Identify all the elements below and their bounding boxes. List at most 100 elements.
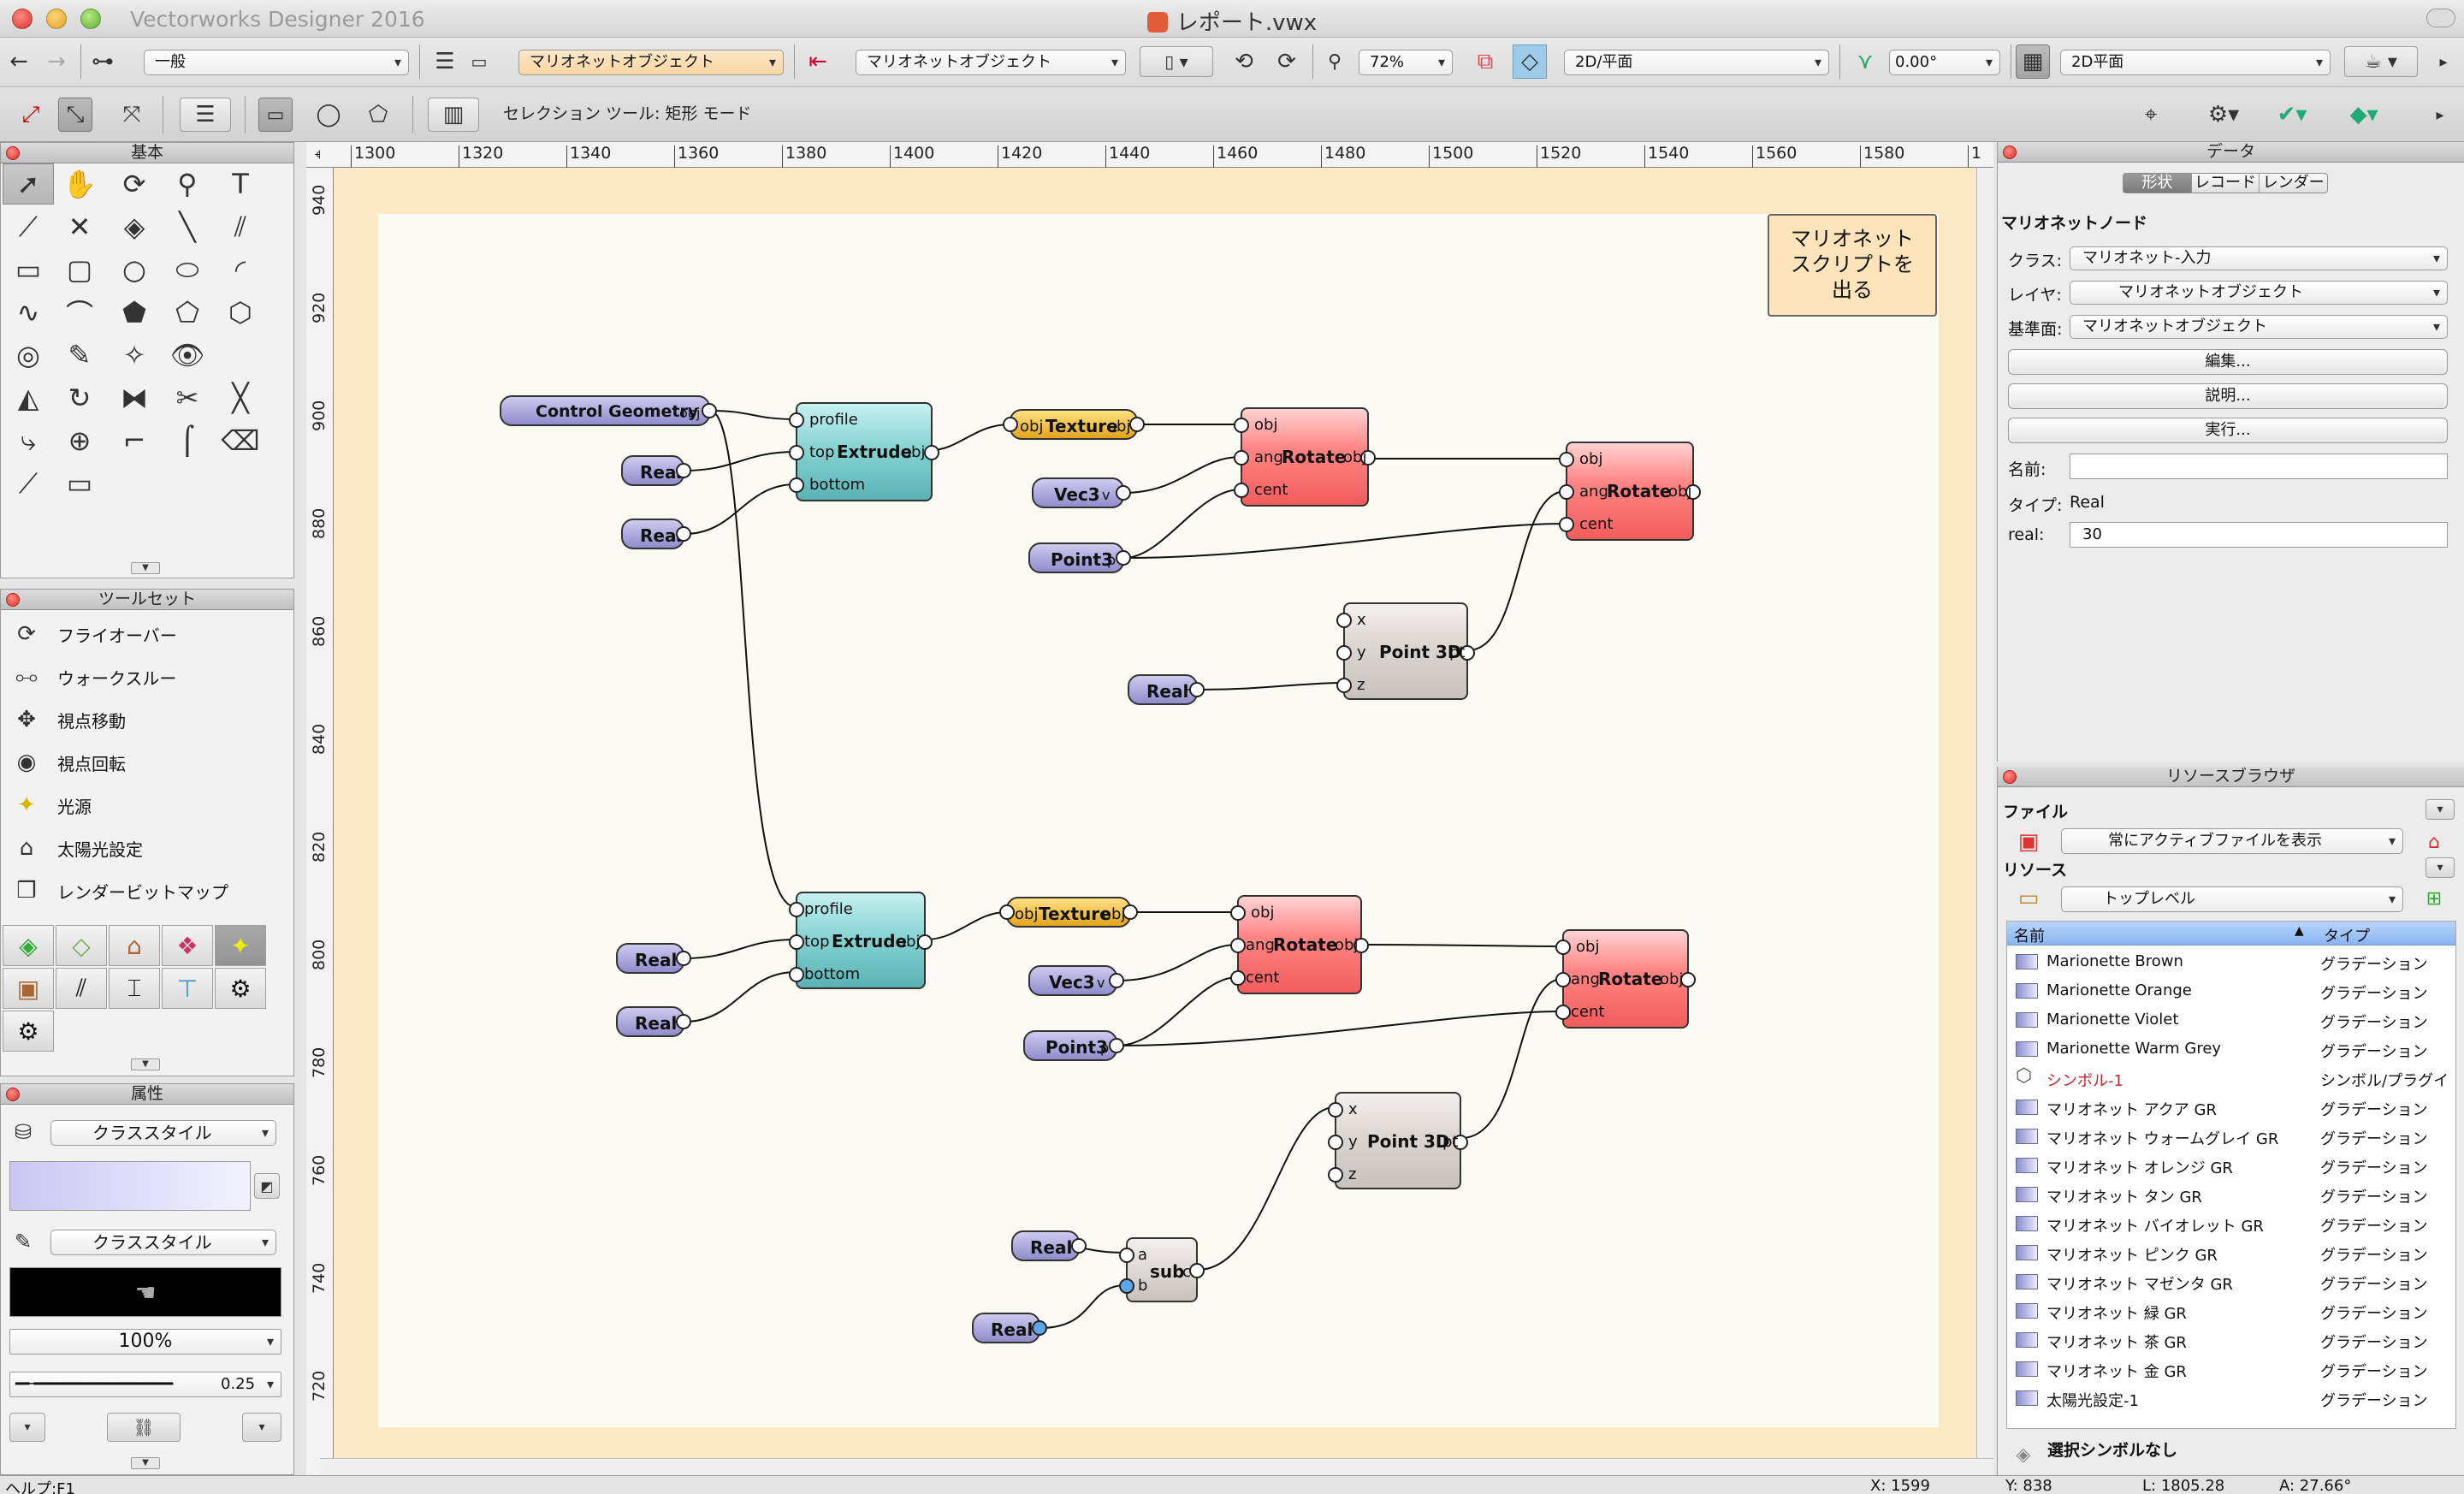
zoom-icon[interactable]: ⚲	[1327, 50, 1342, 73]
saved-view-dropdown[interactable]: マリオネットオブジェクト	[856, 50, 1126, 75]
output-port[interactable]	[676, 1014, 691, 1029]
eraser-tool-icon[interactable]: ⌫	[221, 424, 260, 457]
rotation-icon[interactable]: ⋎	[1857, 49, 1874, 74]
output-port[interactable]	[1453, 1135, 1468, 1150]
fill-color-swatch[interactable]	[9, 1161, 251, 1211]
visibility-tool-icon[interactable]: 👁	[169, 339, 205, 371]
line-weight-slider[interactable]: ━╾━━━━━━━━━━━━━━━0.25	[9, 1372, 281, 1397]
fill-style-dropdown[interactable]: クラススタイル	[50, 1120, 276, 1146]
toolset-item[interactable]: ⧟ウォークスルー	[9, 658, 176, 696]
texture-node[interactable]: obj Texture obj	[999, 897, 1138, 928]
output-port[interactable]	[1129, 417, 1145, 432]
close-resource-browser-button[interactable]	[2003, 770, 2017, 784]
double-line-tool-icon[interactable]: ⫽	[234, 210, 247, 243]
input-port[interactable]	[1555, 972, 1571, 987]
rounded-rectangle-tool-icon[interactable]: ▢	[66, 253, 93, 286]
close-data-palette-button[interactable]	[2003, 145, 2017, 159]
toolbar-toggle-button[interactable]	[2426, 9, 2455, 27]
dimension-tool-icon[interactable]: ⟋	[18, 210, 38, 243]
output-port[interactable]	[1109, 1038, 1124, 1053]
tab-record[interactable]: レコード	[2192, 174, 2260, 193]
layer-navigation-icon[interactable]: ☰	[435, 49, 455, 74]
snapping-options-icon[interactable]: ☕ ▾	[2344, 46, 2418, 77]
minimize-window-button[interactable]	[46, 9, 67, 29]
home-icon[interactable]: ⌂	[2428, 831, 2440, 853]
input-port[interactable]	[1336, 678, 1352, 693]
detailing-toolset-icon[interactable]: ⫽	[56, 968, 107, 1009]
saved-view-icon[interactable]: ⇤	[808, 49, 827, 74]
output-port[interactable]	[1353, 938, 1369, 953]
name-field[interactable]	[2070, 454, 2448, 479]
output-port[interactable]	[1189, 1263, 1205, 1278]
input-port[interactable]	[1234, 418, 1249, 433]
name-column-header[interactable]: 名前	[2014, 928, 2045, 946]
back-icon[interactable]: ←	[9, 49, 28, 74]
input-port[interactable]	[1336, 613, 1352, 628]
input-port[interactable]	[1336, 645, 1352, 661]
fasteners-toolset-icon[interactable]: ⌶	[109, 968, 160, 1009]
marionette-note[interactable]: マリオネット スクリプトを 出る	[1768, 214, 1937, 317]
pan-tool-icon[interactable]: ✋	[62, 168, 97, 200]
fill-color-picker-icon[interactable]: ◩	[254, 1173, 280, 1199]
toolset-item[interactable]: ❒レンダービットマップ	[9, 872, 228, 910]
link-arrowheads-icon[interactable]: ⛓	[107, 1413, 181, 1442]
attribute-mapping-icon[interactable]: ◈	[123, 210, 145, 243]
output-port[interactable]	[1460, 645, 1475, 661]
input-port[interactable]	[789, 477, 804, 493]
input-port[interactable]	[1230, 938, 1246, 953]
close-toolset-palette-button[interactable]	[6, 593, 20, 607]
toolset-item[interactable]: ◉視点回転	[9, 744, 126, 781]
pen-style-dropdown[interactable]: クラススタイル	[50, 1230, 276, 1255]
rotate-node[interactable]: obj ang Rotate obj cent	[1230, 895, 1369, 994]
output-port[interactable]	[1680, 972, 1696, 987]
opacity-field[interactable]: 100%	[9, 1329, 281, 1355]
custom-tools-toolset-icon[interactable]: ⚙	[3, 1011, 54, 1052]
fit-to-window-icon[interactable]: ⟲	[1235, 49, 1253, 74]
texture-node[interactable]: obj Texture obj	[1003, 409, 1145, 440]
input-port[interactable]	[1119, 1248, 1134, 1263]
chamfer-tool-icon[interactable]: ⌠	[180, 424, 195, 457]
circle-tool-icon[interactable]: ○	[122, 253, 146, 286]
mirror-tool-icon[interactable]: ⧓	[121, 382, 148, 414]
input-port[interactable]	[789, 412, 804, 428]
multiple-object-scaling-icon[interactable]: ⤧	[122, 101, 141, 127]
output-port[interactable]	[676, 526, 691, 542]
plan-view-icon[interactable]: ◇	[1513, 44, 1547, 79]
render-plane-dropdown[interactable]: 2D平面	[2060, 50, 2331, 75]
output-port[interactable]	[1116, 485, 1131, 501]
output-port[interactable]	[1071, 1238, 1087, 1254]
input-port[interactable]	[1003, 417, 1018, 432]
input-port[interactable]	[789, 902, 804, 917]
offset-tool-icon[interactable]: ⊕	[68, 424, 92, 457]
fillet-tool-icon[interactable]: ⌐	[122, 424, 146, 457]
rectangle-tool-icon[interactable]: ▭	[15, 253, 42, 286]
reshape-tool-icon[interactable]: ◭	[17, 382, 39, 414]
zoom-tool-icon[interactable]: ⚲	[177, 168, 198, 200]
input-port[interactable]	[1230, 970, 1246, 986]
collapse-toolset-palette-icon[interactable]: ▼	[131, 1058, 160, 1070]
view-plane-dropdown[interactable]: 2D/平面	[1564, 50, 1829, 75]
output-port[interactable]	[676, 463, 691, 478]
spiral-tool-icon[interactable]: ◎	[16, 339, 40, 371]
building-shell-toolset-icon[interactable]: ◇	[56, 925, 107, 966]
input-port[interactable]	[1559, 517, 1574, 532]
pen-color-swatch[interactable]: ☚	[9, 1267, 281, 1317]
forward-icon[interactable]: →	[47, 49, 66, 74]
selection-tool-icon[interactable]: ➚	[3, 163, 54, 205]
new-folder-icon[interactable]: ⊞	[2426, 887, 2443, 910]
vertical-scrollbar[interactable]	[1976, 168, 1993, 1458]
output-port[interactable]	[1032, 1320, 1047, 1336]
point-3d-node[interactable]: x y Point 3D pt z	[1328, 1092, 1468, 1189]
plumbing-toolset-icon[interactable]: ⊤	[162, 968, 213, 1009]
polygon-tool-icon[interactable]: ⬟	[122, 296, 146, 329]
